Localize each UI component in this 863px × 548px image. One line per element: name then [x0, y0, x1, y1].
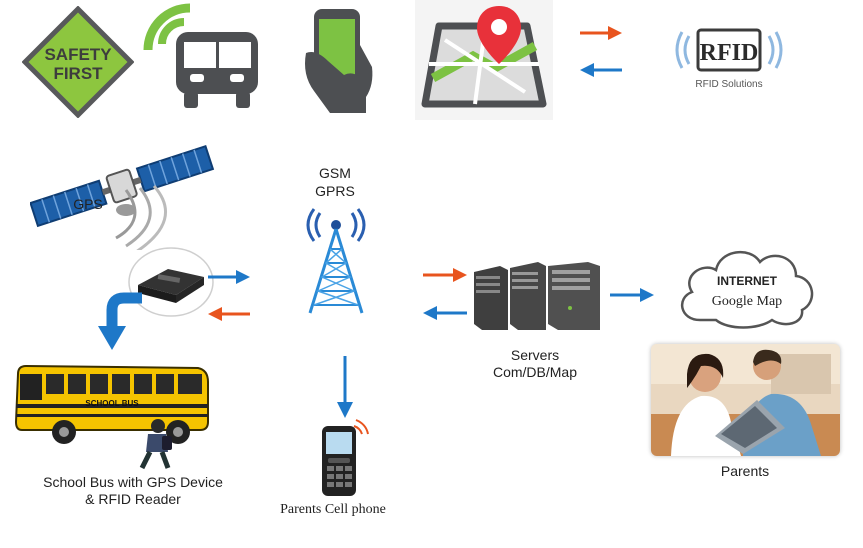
- bus-label-line2: & RFID Reader: [85, 491, 181, 507]
- parents-photo: [651, 344, 840, 456]
- rfid-caption: RFID Solutions: [695, 79, 762, 90]
- servers-to-tower-arrow: [423, 306, 467, 320]
- gsm-label: GSM: [319, 165, 351, 181]
- parents-label: Parents: [720, 463, 770, 479]
- servers-icon: [470, 262, 605, 332]
- rfid-logo-text: RFID: [700, 40, 759, 66]
- rfid-logo: RFID RFID Solutions: [668, 22, 790, 92]
- gps-label: GPS: [73, 196, 103, 212]
- tower-to-phone-arrow: [337, 356, 353, 418]
- parents-cell-phone-icon: [316, 418, 370, 498]
- hand-phone-icon: [300, 5, 380, 115]
- gprs-label: GPRS: [315, 183, 355, 199]
- safety-line-2: FIRST: [53, 64, 103, 83]
- bus-label-line1: School Bus with GPS Device: [43, 474, 223, 490]
- parents-cell-phone-label: Parents Cell phone: [280, 502, 386, 517]
- gps-tracker-device: [128, 247, 214, 317]
- internet-label: INTERNET: [717, 274, 777, 288]
- device-to-bus-arrow: [94, 288, 144, 352]
- map-pin-icon: [415, 0, 553, 120]
- device-to-tower-arrow: [208, 270, 250, 284]
- google-map-label: Google Map: [711, 294, 783, 309]
- internet-cloud: [672, 240, 822, 332]
- servers-to-internet-arrow: [610, 288, 654, 302]
- satellite-icon: [30, 130, 215, 245]
- rfid-to-map-arrow: [580, 63, 622, 77]
- gps-signal-waves: [96, 180, 186, 250]
- servers-sublabel: Com/DB/Map: [492, 364, 578, 380]
- school-bus: SCHOOL BUS: [12, 360, 212, 445]
- safety-first-sign: SAFETY FIRST: [22, 6, 134, 118]
- servers-label: Servers: [510, 347, 560, 363]
- cell-tower-icon: [296, 205, 376, 317]
- map-to-rfid-arrow: [580, 26, 622, 40]
- school-bus-sign: SCHOOL BUS: [85, 399, 139, 408]
- tower-to-servers-arrow: [423, 268, 467, 282]
- bus-wifi-icon: [140, 0, 265, 112]
- student-figure: [136, 418, 176, 470]
- safety-line-1: SAFETY: [44, 45, 112, 64]
- tower-to-device-arrow: [208, 307, 250, 321]
